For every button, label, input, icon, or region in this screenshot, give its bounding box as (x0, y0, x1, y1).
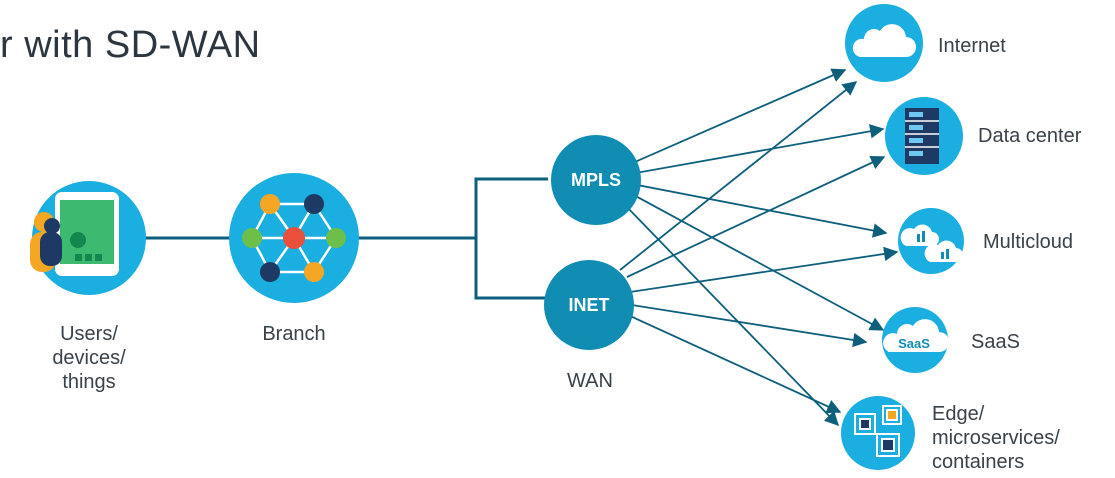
arrow-mpls-edge (624, 204, 840, 427)
arrow-inet-multicloud (629, 246, 899, 293)
edge-label: Edge/ microservices/ containers (932, 403, 1060, 473)
inet-node: INET (544, 260, 634, 350)
mpls-node: MPLS (551, 135, 641, 225)
mpls-label: MPLS (571, 170, 621, 190)
multicloud-icon (900, 224, 963, 262)
arrow-inet-datacenter (626, 155, 886, 278)
wan-label: WAN (567, 370, 613, 392)
saas-label: SaaS (971, 331, 1020, 353)
saas-cloud-icon (883, 319, 949, 352)
saas-badge: SaaS (898, 336, 930, 351)
multicloud-node (898, 208, 964, 274)
server-rack-icon (905, 108, 939, 164)
wan-split-link (474, 177, 548, 300)
datacenter-node (885, 97, 963, 175)
datacenter-label: Data center (978, 125, 1082, 147)
arrow-mpls-multicloud (631, 183, 888, 238)
mobile-device-icon (55, 192, 119, 276)
connector-lines (145, 177, 548, 300)
internet-label: Internet (938, 35, 1006, 57)
saas-node: SaaS (882, 307, 949, 373)
users-node (30, 181, 146, 295)
branch-label: Branch (262, 323, 326, 345)
internet-node (845, 4, 923, 82)
person-icon (30, 212, 62, 272)
arrow-inet-saas (631, 304, 868, 348)
branch-node (229, 173, 359, 303)
edge-node (841, 396, 915, 470)
multicloud-label: Multicloud (983, 231, 1074, 253)
cloud-icon (852, 24, 916, 57)
page-title: r with SD-WAN (0, 24, 261, 66)
arrow-mpls-saas (629, 192, 885, 331)
arrows (619, 68, 899, 427)
container-chip-icon (854, 405, 902, 457)
arrow-inet-edge (627, 314, 842, 414)
users-label: Users/ devices/ things (52, 323, 126, 393)
arrow-inet-internet (619, 81, 858, 271)
arrow-mpls-datacenter (629, 124, 885, 175)
arrow-mpls-internet (627, 68, 847, 166)
inet-label: INET (568, 295, 609, 315)
